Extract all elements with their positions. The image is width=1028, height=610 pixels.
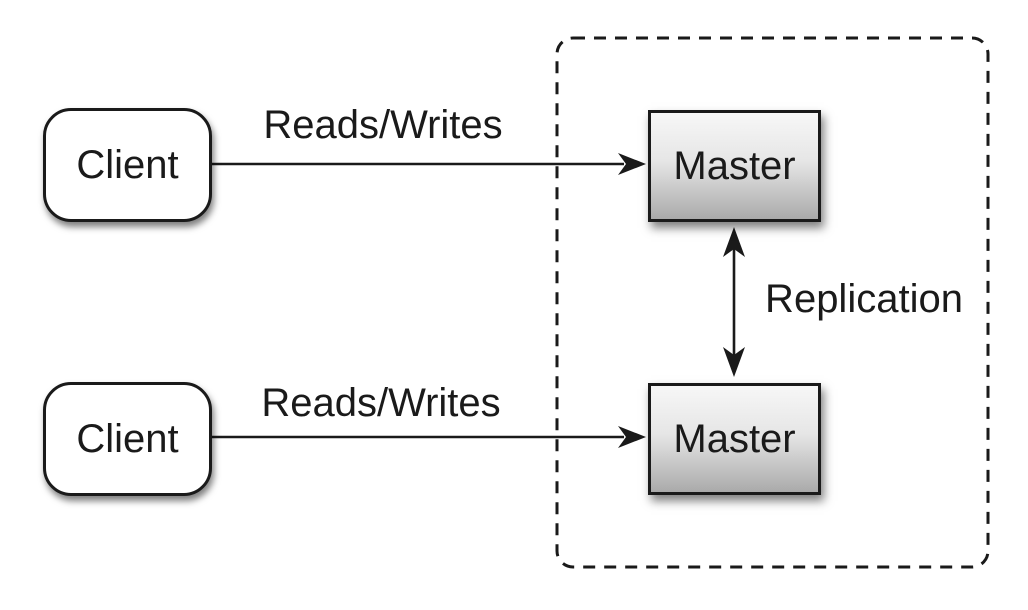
arrowhead-right-bottom: [618, 426, 646, 448]
client-node-bottom-label: Client: [76, 417, 179, 461]
replication-group-boundary: [555, 36, 990, 569]
edge-replication-arrow: [723, 227, 745, 377]
master-node-top-label: Master: [673, 144, 796, 188]
edge-label-reads-writes-top: Reads/Writes: [263, 103, 503, 147]
master-node-top: Master: [648, 110, 821, 222]
client-node-bottom: Client: [43, 382, 212, 496]
master-node-bottom-label: Master: [673, 417, 796, 461]
edge-label-reads-writes-bottom: Reads/Writes: [261, 381, 501, 425]
client-node-top: Client: [43, 108, 212, 222]
master-node-bottom: Master: [648, 383, 821, 495]
edge-reads-writes-top-arrow: [212, 153, 646, 175]
edge-label-replication: Replication: [765, 277, 963, 321]
arrowhead-down: [723, 347, 745, 377]
arrowhead-right-top: [618, 153, 646, 175]
edge-reads-writes-bottom-arrow: [212, 426, 646, 448]
client-node-top-label: Client: [76, 143, 179, 187]
arrowhead-up: [723, 227, 745, 257]
